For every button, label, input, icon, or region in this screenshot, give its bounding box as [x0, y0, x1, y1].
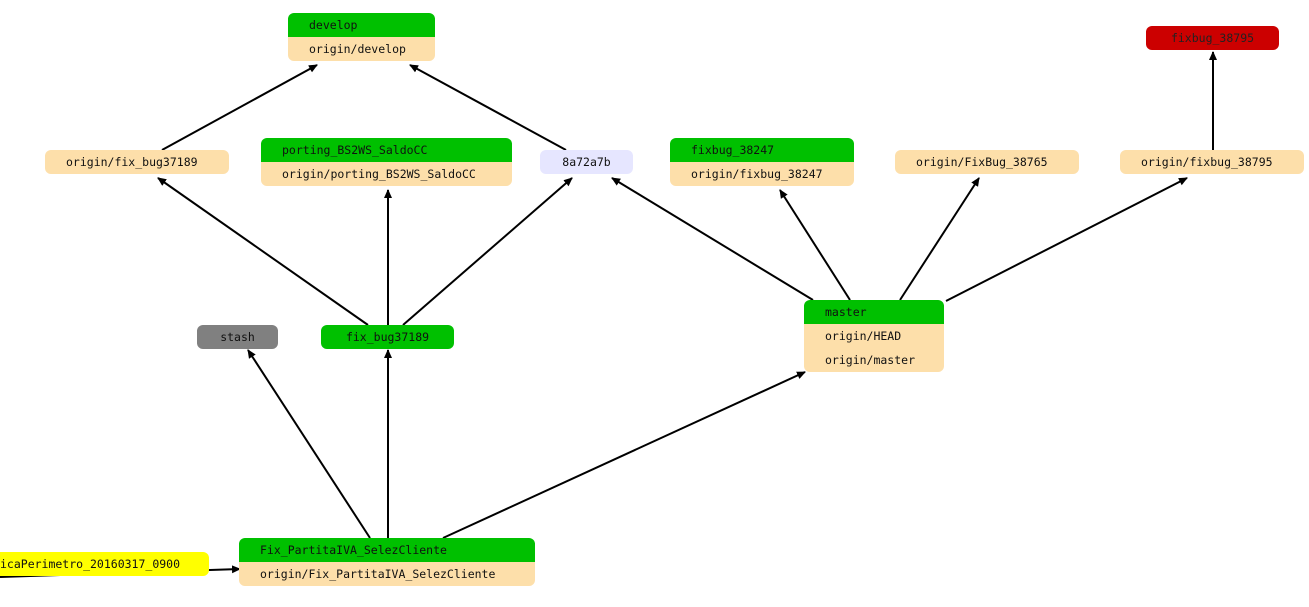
node-fixbug-38247[interactable]: fixbug_38247 origin/fixbug_38247 [670, 138, 854, 186]
edge-master-to-origin-fixbug-38765 [899, 177, 980, 301]
node-stash[interactable]: stash [197, 325, 278, 349]
edge-8a72a7b-to-develop [409, 64, 567, 151]
node-commit-8a72a7b[interactable]: 8a72a7b [540, 150, 633, 174]
node-origin-fixbug-38795[interactable]: origin/fixbug_38795 [1120, 150, 1304, 174]
branch-label-origin-porting-bs2ws-saldocc[interactable]: origin/porting_BS2WS_SaldoCC [261, 162, 512, 186]
edge-origin-fix-bug37189-to-develop [161, 64, 318, 151]
node-develop[interactable]: develop origin/develop [288, 13, 435, 61]
node-master[interactable]: master origin/HEAD origin/master [804, 300, 944, 372]
stash-label[interactable]: stash [197, 325, 278, 349]
node-tag-perimetro[interactable]: icaPerimetro_20160317_0900 [0, 552, 209, 576]
node-fix-partitaiva-selezcliente[interactable]: Fix_PartitaIVA_SelezCliente origin/Fix_P… [239, 538, 535, 586]
branch-label-porting-bs2ws-saldocc[interactable]: porting_BS2WS_SaldoCC [261, 138, 512, 162]
edge-fix-partita-to-stash [247, 349, 371, 539]
edge-fix-partita-to-master [442, 371, 806, 539]
branch-label-origin-fix-partitaiva-selezcliente[interactable]: origin/Fix_PartitaIVA_SelezCliente [239, 562, 535, 586]
branch-label-origin-master[interactable]: origin/master [804, 348, 944, 372]
branch-label-fix-bug37189[interactable]: fix_bug37189 [321, 325, 454, 349]
branch-label-fixbug-38795[interactable]: fixbug_38795 [1146, 26, 1279, 50]
branch-label-origin-develop[interactable]: origin/develop [288, 37, 435, 61]
node-fix-bug37189[interactable]: fix_bug37189 [321, 325, 454, 349]
branch-label-fix-partitaiva-selezcliente[interactable]: Fix_PartitaIVA_SelezCliente [239, 538, 535, 562]
edge-master-to-8a72a7b [611, 177, 814, 301]
edge-fix-bug37189-to-8a72a7b [402, 177, 573, 326]
tag-label-perimetro[interactable]: icaPerimetro_20160317_0900 [0, 552, 209, 576]
branch-label-origin-fixbug-38247[interactable]: origin/fixbug_38247 [670, 162, 854, 186]
branch-label-fixbug-38247[interactable]: fixbug_38247 [670, 138, 854, 162]
edge-master-to-fixbug-38247 [779, 189, 851, 301]
edge-master-to-origin-fixbug-38795 [945, 177, 1188, 302]
branch-label-develop[interactable]: develop [288, 13, 435, 37]
branch-label-origin-fixbug-38765[interactable]: origin/FixBug_38765 [895, 150, 1079, 174]
edge-fix-bug37189-to-origin-fix-bug37189 [157, 177, 369, 326]
node-porting-bs2ws-saldocc[interactable]: porting_BS2WS_SaldoCC origin/porting_BS2… [261, 138, 512, 186]
node-fixbug-38795[interactable]: fixbug_38795 [1146, 26, 1279, 50]
node-origin-fix-bug37189[interactable]: origin/fix_bug37189 [45, 150, 229, 174]
commit-hash-8a72a7b[interactable]: 8a72a7b [540, 150, 633, 174]
branch-label-origin-head[interactable]: origin/HEAD [804, 324, 944, 348]
branch-label-origin-fix-bug37189[interactable]: origin/fix_bug37189 [45, 150, 229, 174]
node-origin-fixbug-38765[interactable]: origin/FixBug_38765 [895, 150, 1079, 174]
branch-label-origin-fixbug-38795[interactable]: origin/fixbug_38795 [1120, 150, 1304, 174]
branch-label-master[interactable]: master [804, 300, 944, 324]
